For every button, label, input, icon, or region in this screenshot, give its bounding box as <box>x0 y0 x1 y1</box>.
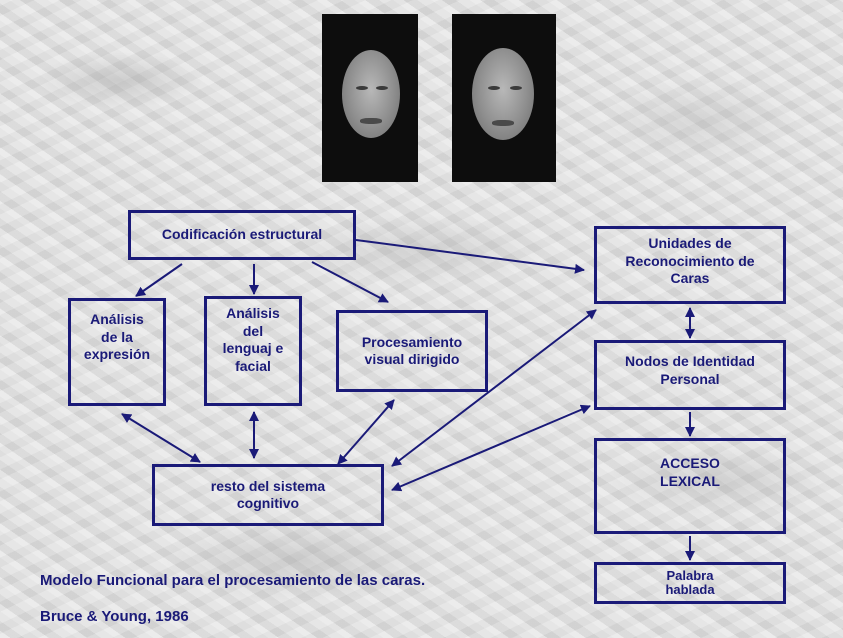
node-unidades-reconocimiento: Unidades de Reconocimiento de Caras <box>594 226 786 304</box>
node-palabra-hablada: Palabra hablada <box>594 562 786 604</box>
node-label: Unidades de Reconocimiento de Caras <box>625 235 755 286</box>
node-codificacion-estructural: Codificación estructural <box>128 210 356 260</box>
arrow-codificacion-expresion <box>135 263 183 297</box>
node-label: Nodos de Identidad Personal <box>625 353 755 387</box>
node-label: Codificación estructural <box>161 226 323 243</box>
node-label: Procesamiento visual dirigido <box>361 333 463 368</box>
node-label: Palabra hablada <box>665 568 715 598</box>
arrow-expresion-resto <box>121 413 201 463</box>
node-procesamiento-visual: Procesamiento visual dirigido <box>336 310 488 392</box>
node-label: Análisis de la expresión <box>83 311 151 362</box>
diagram-citation: Bruce & Young, 1986 <box>40 608 189 625</box>
mouth <box>492 120 514 126</box>
arrow-codificacion-procesamiento <box>311 261 389 303</box>
eye <box>376 86 388 90</box>
node-analisis-expresion: Análisis de la expresión <box>68 298 166 406</box>
diagram-caption: Modelo Funcional para el procesamiento d… <box>40 572 426 589</box>
node-label: resto del sistema cognitivo <box>210 477 326 512</box>
eye <box>488 86 500 90</box>
node-acceso-lexical: ACCESO LEXICAL <box>594 438 786 534</box>
node-analisis-lenguaje: Análisis del lenguaj e facial <box>204 296 302 406</box>
node-resto-sistema-cognitivo: resto del sistema cognitivo <box>152 464 384 526</box>
node-label: Análisis del lenguaj e facial <box>222 305 284 374</box>
eye <box>356 86 368 90</box>
arrow-codificacion-unidades <box>355 239 585 274</box>
face-photo-right <box>452 14 556 182</box>
arrow-nodos-resto <box>391 404 591 492</box>
face-photo-left <box>322 14 418 182</box>
eye <box>510 86 522 90</box>
arrow-procesamiento-resto <box>337 399 395 465</box>
node-nodos-identidad: Nodos de Identidad Personal <box>594 340 786 410</box>
mouth <box>360 118 382 124</box>
node-label: ACCESO LEXICAL <box>660 455 720 489</box>
